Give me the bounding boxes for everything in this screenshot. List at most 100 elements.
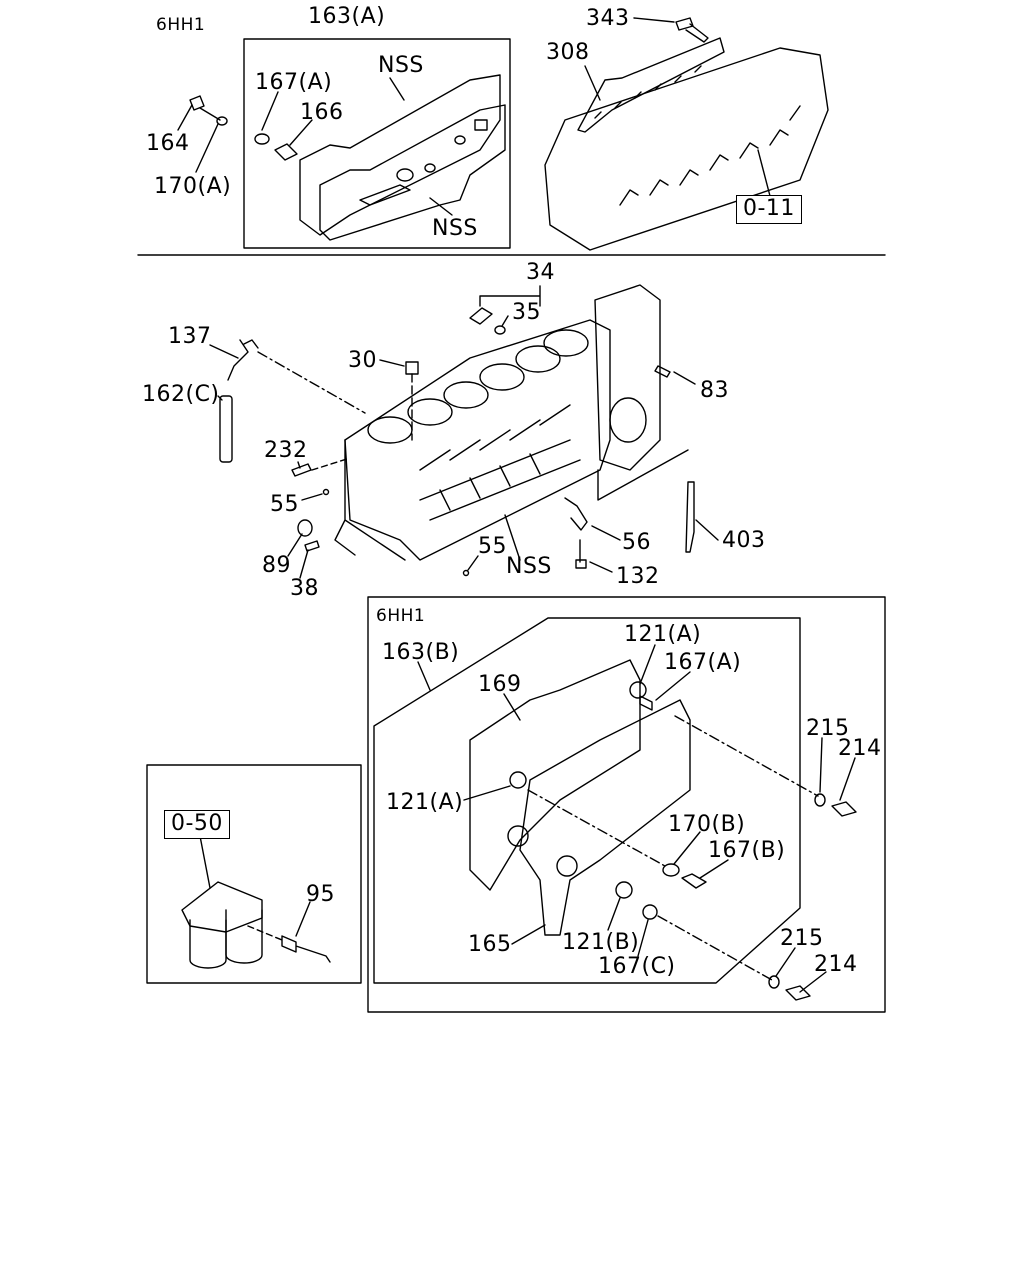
label-215-bot: 215 [780,926,824,951]
cylinder-head-area [545,18,828,250]
pin-38 [305,541,319,551]
label-343: 343 [586,6,630,31]
plug-34 [470,308,492,324]
head-port-details [620,106,800,205]
washer-215-top [815,794,825,806]
leader-232 [298,462,300,468]
dash-mid [528,790,665,866]
plate-window [475,120,487,130]
cover-body-169 [470,660,640,890]
block-front [335,440,405,560]
leader-215-bot [776,948,795,976]
label-34: 34 [526,260,555,285]
ref-box-011[interactable]: 0-11 [736,195,802,224]
label-30: 30 [348,348,377,373]
plate-hole-2 [425,164,435,172]
ball-55b [464,571,469,576]
leader-34 [480,286,540,306]
bolt-164 [190,96,220,120]
leader-167a-top [262,92,278,130]
gasket-plate-nss [300,75,500,235]
label-89: 89 [262,553,291,578]
cover-165 [520,700,690,935]
leader-167a-mid [656,672,690,700]
dash-95 [248,926,282,940]
label-137: 137 [168,324,212,349]
leader-137 [210,345,238,358]
crank-journals [440,454,540,510]
nozzle-56 [565,498,587,530]
leader-214-bot [800,972,826,992]
leader-89 [288,534,302,556]
frame-163a [244,39,510,248]
label-132: 132 [616,564,660,589]
dash-top [675,716,818,796]
pin-83 [655,366,670,377]
label-167b: 167(B) [708,838,786,863]
bolt-214-top [832,802,856,816]
plug-121a-top [630,682,646,698]
leader-166 [290,120,312,145]
leader-30 [380,360,404,366]
frame-fuel-filter [147,765,361,983]
label-170a: 170(A) [154,174,232,199]
leader-011 [758,150,770,196]
label-nss-plate: NSS [432,216,478,241]
label-nss-block: NSS [506,554,552,579]
plug-167a-mid [640,696,652,710]
leader-121b [608,898,620,930]
label-167a-top: 167(A) [255,70,333,95]
plug-166 [275,144,297,160]
washer-215-bot [769,976,779,988]
label-121a-top: 121(A) [624,622,702,647]
block-outline [345,320,610,560]
plug-89 [298,520,312,536]
cover-163b-group [418,645,856,1000]
leader-167b [700,860,728,878]
ball-55a [324,490,329,495]
leader-nss-plate [430,198,452,215]
cylinder-block [210,285,718,578]
plate-hole-1 [397,169,413,181]
label-214-bot: 214 [814,952,858,977]
frame-6hh1-lower [368,597,885,1012]
leader-215-top [820,738,822,792]
leader-95 [296,902,310,936]
filter-head [182,882,262,932]
leader-132 [590,562,612,572]
plate-slot [360,185,410,205]
bolt-343 [676,18,708,42]
leader-170b [674,832,700,864]
label-121b: 121(B) [562,930,640,955]
washer-170b [663,864,679,876]
label-167a-mid: 167(A) [664,650,742,675]
plug-121b [616,882,632,898]
washer-35 [495,326,505,334]
crank-bore [610,398,646,442]
leader-83 [674,372,695,384]
leader-121a-top [640,645,655,684]
label-121a-mid: 121(A) [386,790,464,815]
label-232: 232 [264,438,308,463]
bracket-403 [598,450,688,500]
leader-167c [638,920,648,956]
leader-162c [218,396,222,400]
label-214-top: 214 [838,736,882,761]
filter-bowl-1 [190,920,226,968]
bolt-214-bot [786,986,810,1000]
flywheel-housing [595,285,660,470]
label-308: 308 [546,40,590,65]
label-95: 95 [306,882,335,907]
leader-170a [196,124,218,172]
ref-box-050[interactable]: 0-50 [164,810,230,839]
washer-170a [217,117,227,125]
section-frames [138,39,885,1012]
dash-137-block [258,352,365,413]
label-170b: 170(B) [668,812,746,837]
label-167c: 167(C) [598,954,676,979]
leader-nss-block [505,515,520,560]
bore-3 [444,382,488,408]
plug-121a-mid [510,772,526,788]
sensor-95 [282,936,330,962]
plate-hole-3 [455,136,465,144]
